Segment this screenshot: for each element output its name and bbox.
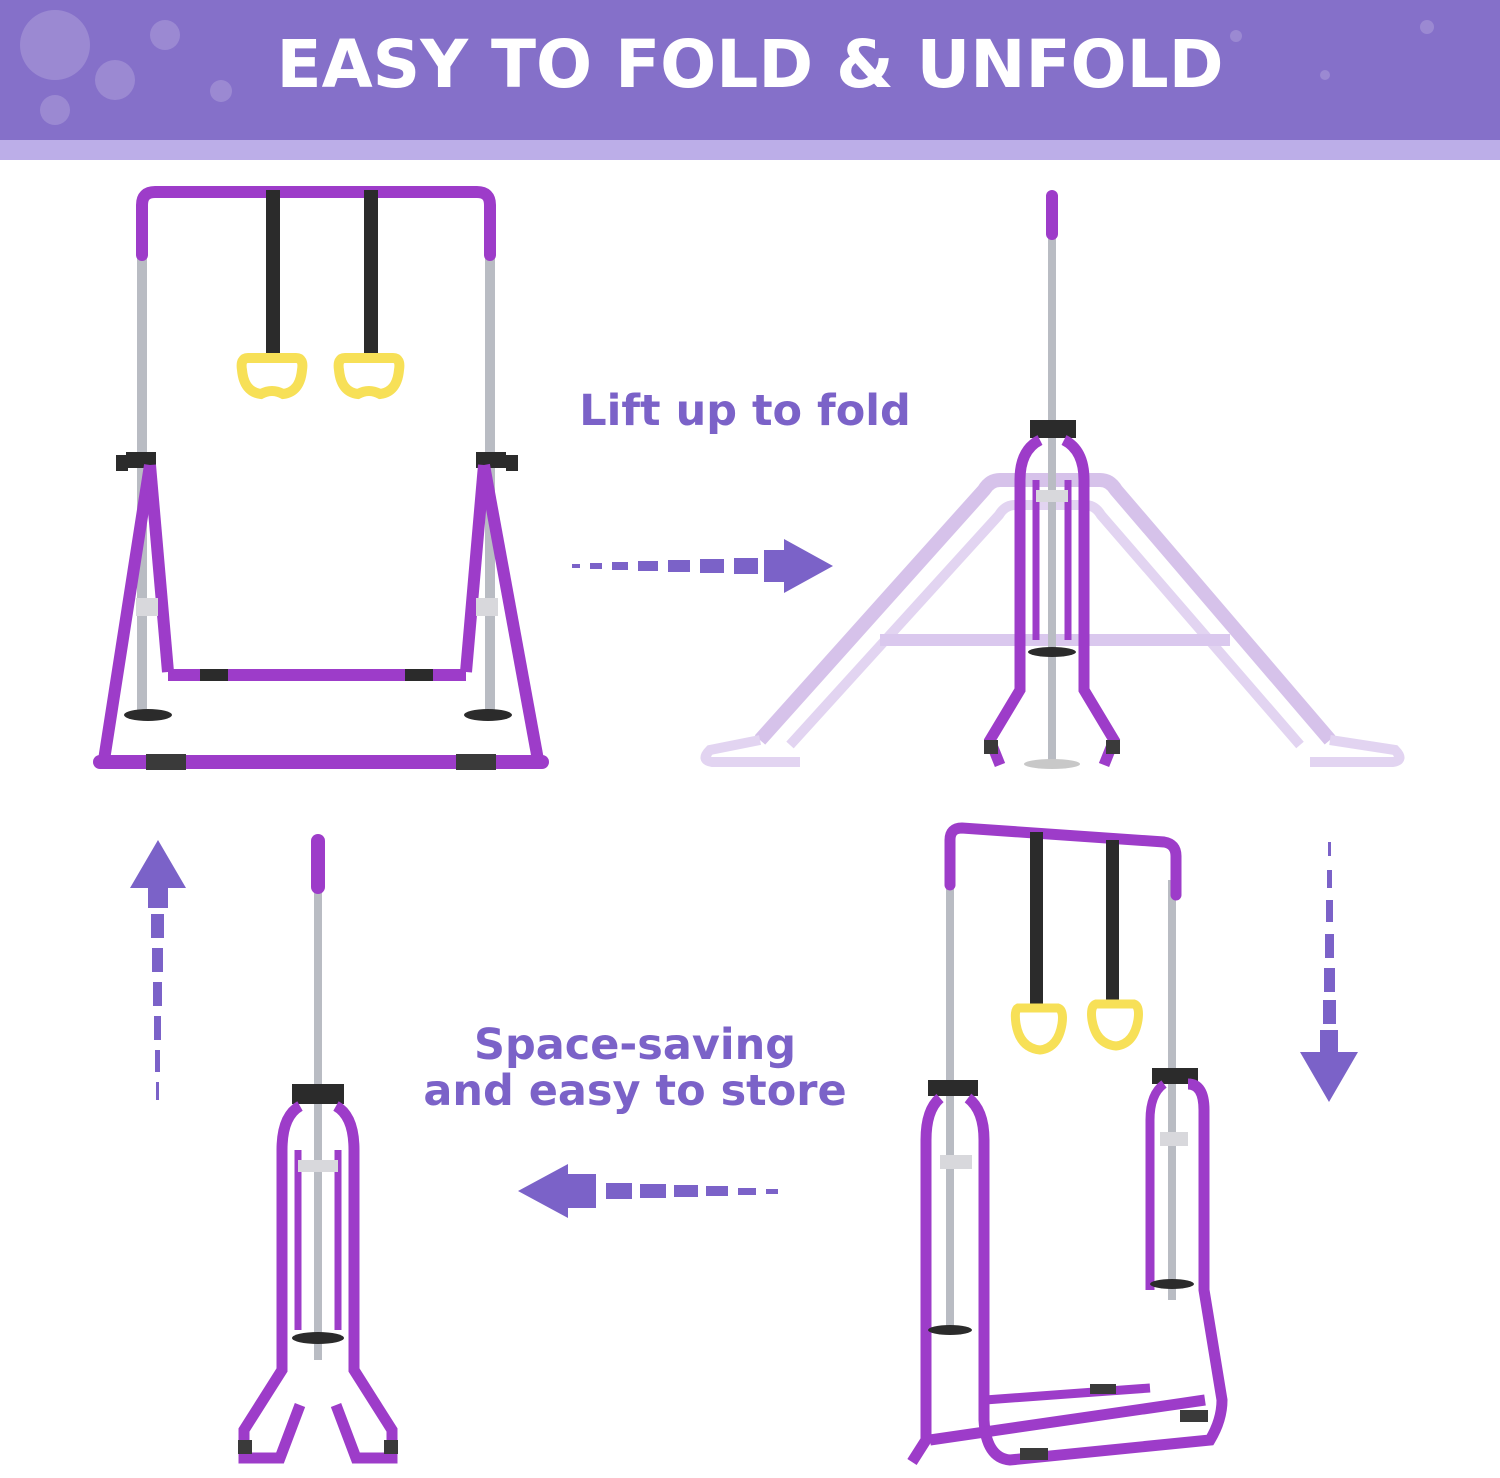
decor-bubble [210,80,232,102]
banner-underline [0,140,1500,160]
unfolded-bar-illustration [93,186,549,770]
arrow-up-icon [130,840,186,1100]
decor-bubble [1230,30,1242,42]
arrow-down-icon [1300,842,1358,1102]
store-caption-line2: and easy to store [423,1066,847,1116]
page-title: EASY TO FOLD & UNFOLD [276,26,1224,103]
arrow-right-icon [572,539,833,593]
folding-bar-illustration [700,190,1405,769]
store-caption-line1: Space-saving [473,1020,797,1070]
decor-bubble [95,60,135,100]
fold-caption: Lift up to fold [579,386,911,436]
decor-bubble [40,95,70,125]
arrow-left-icon [518,1164,778,1218]
decor-bubble [20,10,90,80]
unfolding-bar-illustration [907,822,1228,1466]
decor-bubble [1420,20,1434,34]
decor-bubble [150,20,180,50]
stored-bar-illustration [238,834,398,1464]
header-banner: EASY TO FOLD & UNFOLD [0,0,1500,140]
decor-bubble [1320,70,1330,80]
